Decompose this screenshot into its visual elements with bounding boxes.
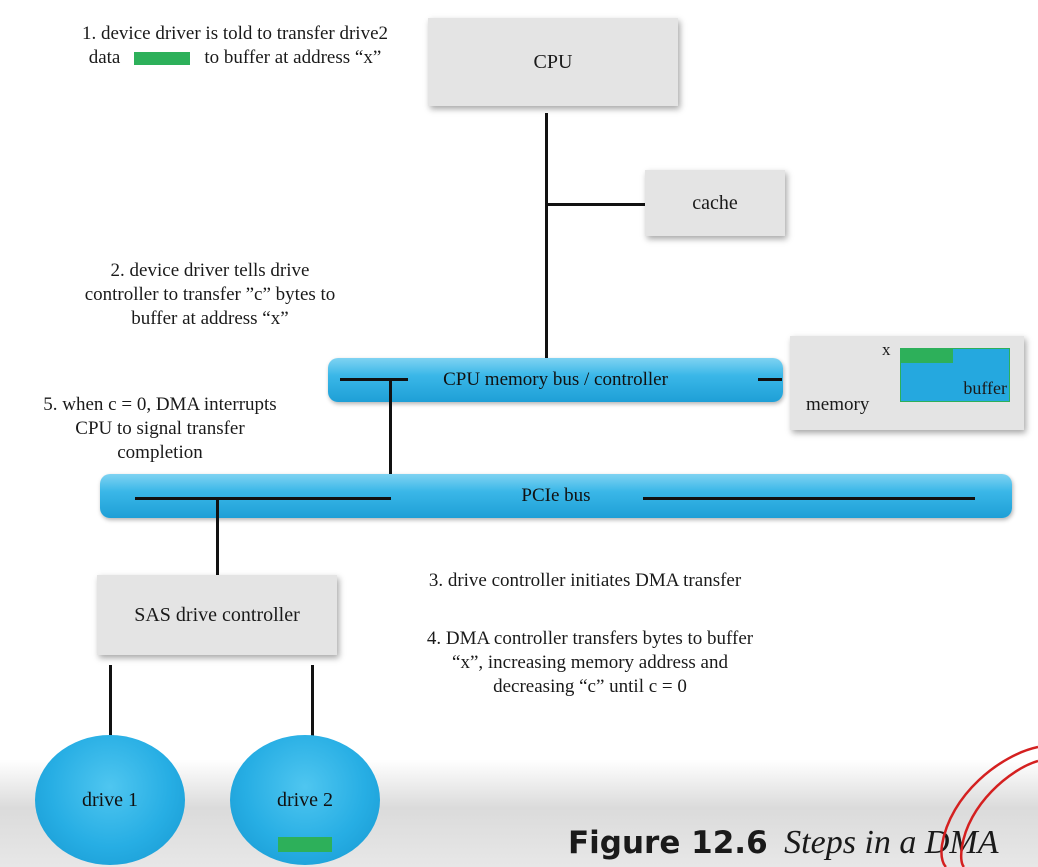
memory-x-label: x xyxy=(882,340,891,359)
cache-wire xyxy=(545,203,645,206)
step5-line1: 5. when c = 0, DMA interrupts xyxy=(43,394,277,415)
cache-box: cache xyxy=(645,170,785,236)
drive2-label: drive 2 xyxy=(276,788,334,811)
memory-bus-left-line xyxy=(340,378,408,381)
step1-rest: to buffer at address “x” xyxy=(204,47,382,68)
drive1-wire xyxy=(109,665,112,760)
sas-controller-box: SAS drive controller xyxy=(97,575,337,655)
cpu-label: CPU xyxy=(533,50,573,73)
data-block-icon xyxy=(134,51,191,65)
step2-line3: buffer at address “x” xyxy=(131,308,289,329)
step1-data-label: data xyxy=(88,47,121,68)
cpu-box: CPU xyxy=(428,18,678,106)
memory-box: x buffer memory xyxy=(790,336,1024,430)
sas-controller-label: SAS drive controller xyxy=(134,603,300,626)
pcie-bus: PCIe bus xyxy=(100,474,1012,518)
pcie-bus-label: PCIe bus xyxy=(521,485,591,506)
step2-line2: controller to transfer ”c” bytes to xyxy=(84,284,336,305)
pcie-sas-link xyxy=(216,497,219,577)
drive1-label: drive 1 xyxy=(81,788,139,811)
drive2-wire xyxy=(311,665,314,760)
step1-line1: 1. device driver is told to transfer dri… xyxy=(81,23,388,44)
step5-note: 5. when c = 0, DMA interrupts CPU to sig… xyxy=(10,393,310,465)
pcie-right-line xyxy=(643,497,975,500)
step1-note: 1. device driver is told to transfer dri… xyxy=(40,22,430,70)
step5-line3: completion xyxy=(117,442,203,463)
step4-line2: “x”, increasing memory address and xyxy=(452,652,728,673)
figure-caption-number: Figure 12.6 xyxy=(568,825,768,861)
red-annotation-icon xyxy=(940,745,1038,867)
step2-line1: 2. device driver tells drive xyxy=(110,260,310,281)
memory-label: memory xyxy=(806,394,870,415)
step2-note: 2. device driver tells drive controller … xyxy=(40,259,380,331)
step5-line2: CPU to signal transfer xyxy=(75,418,245,439)
cpu-bus-wire xyxy=(545,113,548,358)
drive1-disk: drive 1 xyxy=(35,735,185,865)
memory-bus-right-line xyxy=(758,378,782,381)
drive2-data-block xyxy=(278,837,332,852)
buffer-label: buffer xyxy=(963,378,1007,398)
step4-line3: decreasing “c” until c = 0 xyxy=(493,676,687,697)
memory-pcie-link xyxy=(389,378,392,502)
step4-note: 4. DMA controller transfers bytes to buf… xyxy=(380,627,800,699)
cache-label: cache xyxy=(692,191,738,214)
step3-note: 3. drive controller initiates DMA transf… xyxy=(428,570,742,591)
buffer-data-block xyxy=(901,349,953,363)
step4-line1: 4. DMA controller transfers bytes to buf… xyxy=(426,628,754,649)
buffer-region: buffer xyxy=(900,348,1010,402)
pcie-left-line xyxy=(135,497,391,500)
cpu-memory-bus-label: CPU memory bus / controller xyxy=(443,369,668,390)
drive2-disk: drive 2 xyxy=(230,735,380,865)
